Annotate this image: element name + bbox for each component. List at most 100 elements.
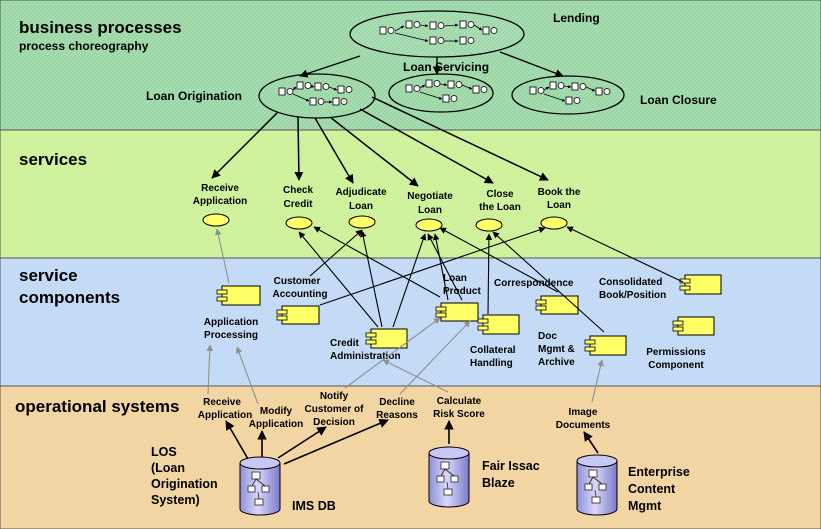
service-book-the-loan-label-1: Book the xyxy=(538,187,581,198)
service-receive-application-label-2: Application xyxy=(193,196,247,207)
component-credit-administration-label-2: Administration xyxy=(330,351,401,362)
component-customer-accounting-box xyxy=(281,305,320,325)
business-processes-title: business processes xyxy=(19,18,182,37)
component-application-processing-label-2: Processing xyxy=(204,330,258,341)
component-customer-accounting-label-1: Customer xyxy=(274,276,321,287)
operation-modify-application-label-1: Modify xyxy=(260,406,293,417)
loan-origination-process: Loan Origination xyxy=(146,73,376,119)
process-choreography-subtitle: process choreography xyxy=(19,39,149,53)
operation-calculate-risk-score: Calculate Risk Score xyxy=(433,396,485,420)
service-adjudicate-loan-oval xyxy=(348,215,376,229)
component-collateral-handling-box xyxy=(482,314,520,335)
service-negotiate-loan-label-2: Loan xyxy=(418,205,442,216)
component-permissions-box xyxy=(677,316,715,336)
component-collateral-handling-label-1: Collateral xyxy=(470,345,516,356)
component-doc-mgmt-archive: Doc Mgmt & Archive xyxy=(538,331,627,368)
service-close-the-loan-label-2: the Loan xyxy=(479,202,521,213)
component-customer-accounting-label-2: Accounting xyxy=(273,289,328,300)
operation-decline-reasons-label-1: Decline xyxy=(379,397,415,408)
process-flow-arrows xyxy=(299,51,564,78)
component-doc-mgmt-archive-box xyxy=(589,335,627,356)
fair-issac-system: Fair Issac Blaze xyxy=(482,459,540,490)
component-doc-mgmt-archive-label-3: Archive xyxy=(538,357,575,368)
service-book-the-loan: Book the Loan xyxy=(538,187,581,230)
operation-receive-application-label-2: Application xyxy=(198,410,252,421)
component-consolidated-book-position-label-2: Book/Position xyxy=(599,290,666,301)
operational-systems-title: operational systems xyxy=(15,397,179,416)
operation-notify-customer-label-1: Notify xyxy=(320,391,349,402)
lending-label: Lending xyxy=(553,11,600,25)
component-consolidated-book-position: Consolidated Book/Position xyxy=(599,274,722,301)
service-check-credit-label-1: Check xyxy=(283,185,313,196)
operation-image-documents-label-2: Documents xyxy=(556,420,611,431)
enterprise-cm-label-1: Enterprise xyxy=(628,465,690,479)
component-application-processing-box xyxy=(221,285,261,306)
component-credit-administration-label-1: Credit xyxy=(330,338,360,349)
lending-process: Lending xyxy=(349,10,600,58)
los-label-1: LOS xyxy=(151,445,177,459)
operation-image-documents-label-1: Image xyxy=(569,407,598,418)
component-application-processing: Application Processing xyxy=(204,285,261,341)
fair-issac-label-2: Blaze xyxy=(482,476,515,490)
service-negotiate-loan: Negotiate Loan xyxy=(407,191,453,232)
service-receive-application-label-1: Receive xyxy=(201,183,239,194)
operation-calculate-risk-score-label-1: Calculate xyxy=(437,396,482,407)
loan-closure-label: Loan Closure xyxy=(640,93,717,107)
service-negotiate-loan-oval xyxy=(415,218,443,232)
services-title: services xyxy=(19,150,87,169)
los-system: LOS (Loan Origination System) xyxy=(151,445,218,507)
service-receive-application-oval xyxy=(202,213,230,227)
component-to-service-arrows xyxy=(298,226,684,333)
operation-notify-customer-label-2: Customer of xyxy=(305,404,365,415)
enterprise-cm-label-3: Mgmt xyxy=(628,499,662,513)
component-credit-administration: Credit Administration xyxy=(330,328,408,362)
operation-calculate-risk-score-label-2: Risk Score xyxy=(433,409,485,420)
service-adjudicate-loan-label-1: Adjudicate xyxy=(335,187,387,198)
fair-issac-database-icon xyxy=(428,446,470,508)
service-close-the-loan-oval xyxy=(475,218,503,232)
los-label-2: (Loan xyxy=(151,461,185,475)
service-close-the-loan-label-1: Close xyxy=(486,189,514,200)
component-correspondence-label: Correspondence xyxy=(494,278,574,289)
fair-issac-label-1: Fair Issac xyxy=(482,459,540,473)
loan-servicing-label: Loan Servicing xyxy=(403,60,489,74)
ims-db-database-icon xyxy=(239,456,281,516)
enterprise-cm-system: Enterprise Content Mgmt xyxy=(628,465,690,513)
los-label-3: Origination xyxy=(151,477,218,491)
operation-to-component-arrows xyxy=(206,317,604,405)
system-to-operation-arrows xyxy=(225,418,599,465)
los-label-4: System) xyxy=(151,493,200,507)
service-check-credit-label-2: Credit xyxy=(284,199,314,210)
service-components-title-line2: components xyxy=(19,288,120,307)
ims-db-label: IMS DB xyxy=(292,499,336,513)
operation-notify-customer: Notify Customer of Decision xyxy=(305,391,365,428)
component-consolidated-book-position-box xyxy=(684,274,722,295)
service-components-title-line1: service xyxy=(19,266,78,285)
service-check-credit: Check Credit xyxy=(283,185,314,230)
service-book-the-loan-label-2: Loan xyxy=(547,200,571,211)
operation-image-documents: Image Documents xyxy=(556,407,611,431)
component-application-processing-label-1: Application xyxy=(204,317,258,328)
service-check-credit-oval xyxy=(285,216,313,230)
enterprise-cm-database-icon xyxy=(576,454,618,516)
operation-decline-reasons-label-2: Reasons xyxy=(376,410,418,421)
component-collateral-handling: Collateral Handling xyxy=(470,314,520,369)
loan-closure-process: Loan Closure xyxy=(511,75,717,115)
component-loan-product: Loan Product xyxy=(435,273,481,322)
service-close-the-loan: Close the Loan xyxy=(475,189,521,232)
operation-modify-application-label-2: Application xyxy=(249,419,303,430)
component-loan-product-label-2: Product xyxy=(443,286,481,297)
component-loan-product-box xyxy=(440,302,479,322)
enterprise-cm-label-2: Content xyxy=(628,482,676,496)
service-receive-application: Receive Application xyxy=(193,183,247,227)
operation-notify-customer-label-3: Decision xyxy=(313,417,355,428)
operation-decline-reasons: Decline Reasons xyxy=(376,397,418,421)
component-permissions-label-1: Permissions xyxy=(646,347,706,358)
component-collateral-handling-label-2: Handling xyxy=(470,358,513,369)
component-permissions: Permissions Component xyxy=(646,316,715,371)
operation-modify-application: Modify Application xyxy=(249,406,303,430)
component-consolidated-book-position-label-1: Consolidated xyxy=(599,277,662,288)
service-adjudicate-loan-label-2: Loan xyxy=(349,201,373,212)
gray-component-to-service-arrow xyxy=(215,228,230,284)
